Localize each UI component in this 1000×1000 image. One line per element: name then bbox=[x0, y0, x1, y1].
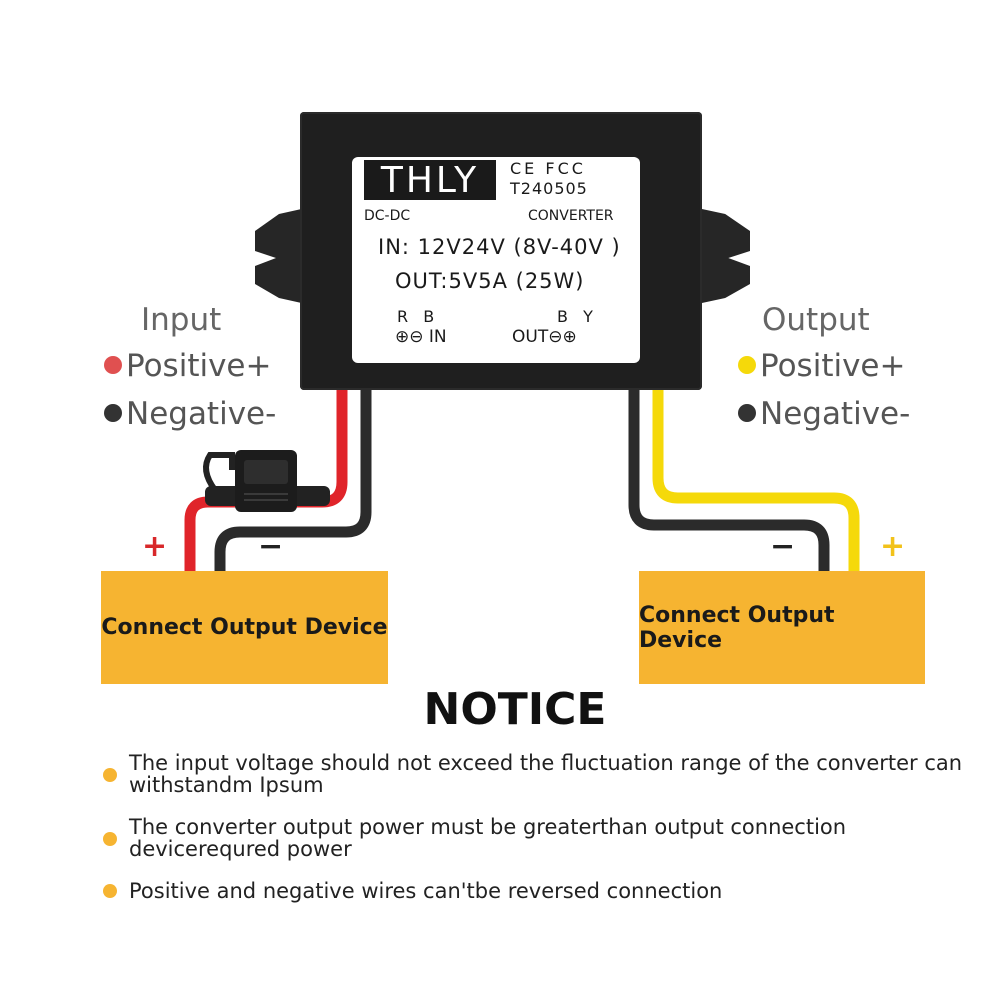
serial-number: T240505 bbox=[510, 179, 588, 198]
list-item: The converter output power must be great… bbox=[103, 816, 963, 860]
dc-dc-converter: THLY CE FCC T240505 DC-DC CONVERTER IN: … bbox=[300, 112, 702, 390]
input-terminal-label: ⊕⊖ IN bbox=[395, 327, 447, 347]
list-item: Positive and negative wires can'tbe reve… bbox=[103, 880, 963, 902]
notice-title: NOTICE bbox=[423, 684, 607, 735]
output-positive-wire bbox=[652, 390, 860, 575]
input-spec: IN: 12V24V (8V-40V ) bbox=[378, 235, 621, 259]
red-dot-icon bbox=[104, 356, 122, 374]
left-box-label: Connect Output Device bbox=[101, 615, 388, 640]
input-negative-wire bbox=[214, 390, 372, 575]
product-label: THLY CE FCC T240505 DC-DC CONVERTER IN: … bbox=[352, 157, 640, 363]
input-negative-label: Negative- bbox=[126, 396, 277, 432]
black-dot-icon bbox=[738, 404, 756, 422]
input-legend-title: Input bbox=[141, 302, 222, 338]
black-dot-icon bbox=[104, 404, 122, 422]
right-box-label: Connect Output Device bbox=[639, 602, 835, 653]
output-negative-label: Negative- bbox=[760, 396, 911, 432]
notice-item-text: Positive and negative wires can'tbe reve… bbox=[129, 879, 723, 903]
left-plus-sign: + bbox=[142, 529, 168, 564]
output-legend-negative: Negative- bbox=[738, 396, 910, 432]
input-positive-label: Positive+ bbox=[126, 348, 272, 384]
bullet-dot-icon bbox=[103, 884, 117, 898]
output-legend-title: Output bbox=[762, 302, 870, 338]
device-type-left: DC-DC bbox=[364, 208, 411, 224]
right-output-device-box: Connect Output Device bbox=[639, 571, 925, 684]
output-negative-wire bbox=[628, 390, 830, 575]
notice-list: The input voltage should not exceed the … bbox=[103, 752, 963, 902]
left-output-device-box: Connect Output Device bbox=[101, 571, 388, 684]
bullet-dot-icon bbox=[103, 832, 117, 846]
output-legend-positive: Positive+ bbox=[738, 348, 905, 384]
output-spec: OUT:5V5A (25W) bbox=[395, 269, 585, 293]
bullet-dot-icon bbox=[103, 768, 117, 782]
input-legend-positive: Positive+ bbox=[104, 348, 271, 384]
inline-fuse-holder bbox=[203, 450, 330, 512]
device-type-right: CONVERTER bbox=[528, 208, 614, 224]
brand-name: THLY bbox=[380, 160, 480, 201]
yellow-dot-icon bbox=[738, 356, 756, 374]
notice-item-text: The input voltage should not exceed the … bbox=[129, 751, 963, 797]
left-minus-sign: − bbox=[258, 529, 284, 564]
right-plus-sign: + bbox=[880, 529, 906, 564]
output-polarity-letters: B Y bbox=[557, 307, 598, 326]
notice-item-text: The converter output power must be great… bbox=[129, 815, 847, 861]
right-minus-sign: − bbox=[770, 529, 796, 564]
brand-badge: THLY bbox=[364, 160, 496, 201]
list-item: The input voltage should not exceed the … bbox=[103, 752, 963, 796]
certifications: CE FCC bbox=[510, 159, 586, 178]
input-polarity-letters: R B bbox=[397, 307, 440, 326]
output-terminal-label: OUT⊖⊕ bbox=[512, 327, 577, 347]
output-positive-label: Positive+ bbox=[760, 348, 906, 384]
input-legend-negative: Negative- bbox=[104, 396, 276, 432]
